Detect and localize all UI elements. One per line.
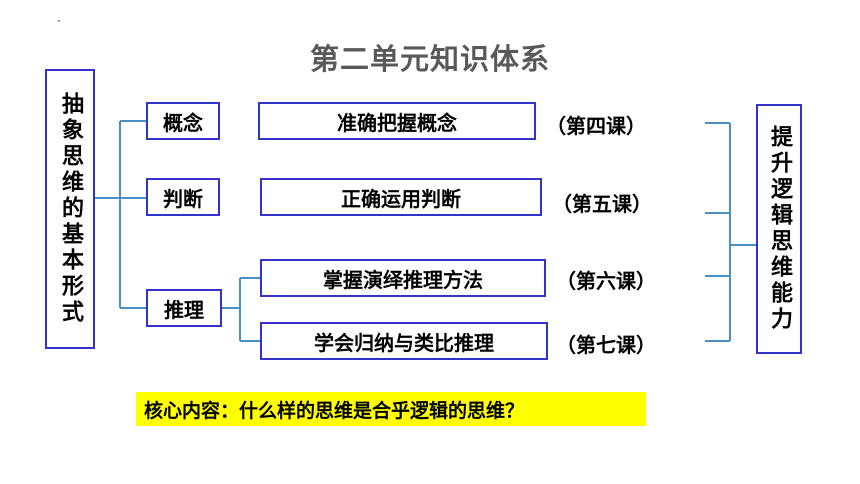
improve-logic-ability-label: 提升逻辑思维能力 xyxy=(767,125,792,333)
topic-concept: 准确把握概念 xyxy=(258,102,536,140)
category-judgment-label: 判断 xyxy=(163,186,203,211)
lesson-6-label: （第六课） xyxy=(556,269,656,293)
abstract-thinking-forms-box: 抽象思维的基本形式 xyxy=(45,69,95,349)
topic-judgment: 正确运用判断 xyxy=(260,178,542,216)
category-reasoning-label: 推理 xyxy=(164,297,204,322)
lesson-5-label: （第五课） xyxy=(552,192,652,216)
topic-judgment-label: 正确运用判断 xyxy=(341,186,461,211)
category-judgment: 判断 xyxy=(146,178,220,216)
lesson-4-label: （第四课） xyxy=(546,114,646,138)
category-concept-label: 概念 xyxy=(163,110,203,135)
topic-deductive-reasoning: 掌握演绎推理方法 xyxy=(260,259,546,297)
topic-inductive-analogical-reasoning: 学会归纳与类比推理 xyxy=(260,322,548,360)
lesson-7-label: （第七课） xyxy=(556,333,656,357)
topic-deductive-reasoning-label: 掌握演绎推理方法 xyxy=(323,267,483,292)
page-title: 第二单元知识体系 xyxy=(309,42,550,76)
improve-logic-ability-box: 提升逻辑思维能力 xyxy=(756,104,802,354)
abstract-thinking-forms-label: 抽象思维的基本形式 xyxy=(58,92,83,326)
core-content-text: 核心内容：什么样的思维是合乎逻辑的思维？ xyxy=(144,399,525,422)
category-reasoning: 推理 xyxy=(146,289,222,327)
topic-inductive-analogical-reasoning-label: 学会归纳与类比推理 xyxy=(314,330,494,355)
decorative-dot xyxy=(58,20,60,22)
core-content-highlight: 核心内容：什么样的思维是合乎逻辑的思维？ xyxy=(136,392,646,426)
category-concept: 概念 xyxy=(146,102,220,140)
topic-concept-label: 准确把握概念 xyxy=(337,110,457,135)
